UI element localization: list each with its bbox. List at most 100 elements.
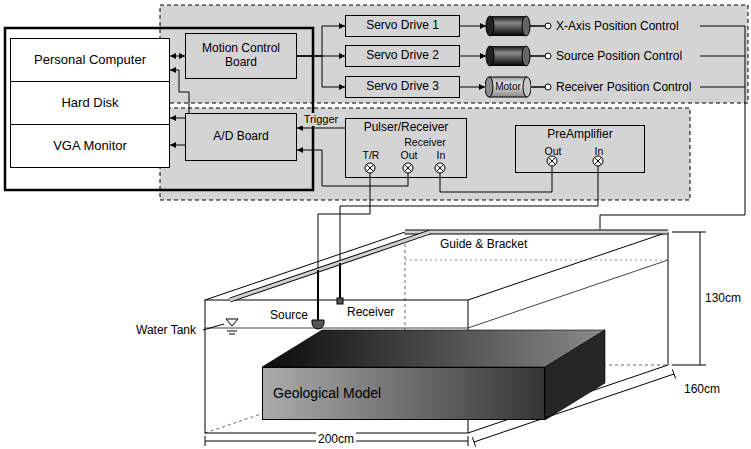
box-label: Pulser/Receiver <box>364 121 449 135</box>
terminal-symbol <box>595 158 602 165</box>
preamplifier-box: PreAmplifierOut In <box>515 125 645 173</box>
motor-outline <box>489 97 527 98</box>
transducer-rod <box>317 270 319 320</box>
dimension-tick <box>672 232 706 233</box>
terminal-symbol <box>437 165 444 172</box>
dashed-panel <box>160 5 748 103</box>
water-line <box>405 260 668 261</box>
terminal-lead <box>408 173 409 177</box>
box-label: Geological Model <box>273 385 381 401</box>
water-symbol <box>226 319 238 326</box>
water-symbol <box>227 331 237 332</box>
terminal-symbol <box>367 165 374 172</box>
dimension-label: 130cm <box>703 291 743 305</box>
terminal-symbol <box>405 165 412 172</box>
drive-arrow <box>460 56 486 57</box>
motor-end <box>523 77 531 97</box>
terminal-label: In <box>595 145 604 157</box>
leader-line <box>700 26 745 27</box>
motor-cylinder: Motor <box>485 76 531 98</box>
dimension-label: 200cm <box>316 432 356 446</box>
terminal-lead <box>370 173 371 177</box>
terminal-symbol <box>367 165 374 172</box>
motor-shaft <box>531 86 545 88</box>
connector <box>460 87 485 88</box>
water-line <box>205 328 468 329</box>
motor-end <box>522 46 530 66</box>
box-label: Motor <box>495 81 521 93</box>
axis-label: X-Axis Position Control <box>556 19 679 33</box>
motor-body <box>490 46 526 66</box>
terminal-symbol <box>403 163 413 173</box>
terminal-symbol <box>437 165 444 172</box>
monitor-box: VGA Monitor <box>10 124 170 168</box>
part-label: Receiver <box>347 305 394 319</box>
model-side-face <box>545 330 605 420</box>
geological-model: Geological Model <box>262 367 545 420</box>
terminal-symbol <box>593 156 603 166</box>
motor-shaft <box>530 25 545 27</box>
box-label: PreAmplifier <box>547 128 612 142</box>
dimension-tick <box>672 365 706 366</box>
connector <box>297 128 345 129</box>
computer-box: Personal Computer <box>10 38 170 82</box>
guide-rail <box>405 230 668 235</box>
motor-body <box>490 16 526 36</box>
box-label: Hard Disk <box>61 96 118 111</box>
terminal-label: Out <box>545 145 562 157</box>
terminal-symbol <box>547 156 557 166</box>
motor-outline <box>489 77 527 78</box>
servo-drive-box: Servo Drive 3 <box>345 76 460 98</box>
motor-end <box>486 16 494 36</box>
terminal-symbol <box>549 158 556 165</box>
bracket <box>230 232 430 300</box>
axis-label: Receiver Position Control <box>556 80 691 94</box>
shaft-coupling <box>545 84 551 90</box>
guide-rail <box>405 231 668 234</box>
servo-drive-box: Servo Drive 2 <box>345 45 460 67</box>
motor-shaft <box>530 55 545 57</box>
bracket <box>230 232 430 300</box>
axis-label: Source Position Control <box>556 49 682 63</box>
box-label: Servo Drive 1 <box>366 19 439 33</box>
terminal-symbol <box>595 158 602 165</box>
water-symbol <box>229 334 235 335</box>
terminal-symbol <box>405 165 412 172</box>
terminal-label: T/R <box>363 149 380 161</box>
receiver-transducer <box>337 298 343 304</box>
storage-box: Hard Disk <box>10 81 170 125</box>
shaft-coupling <box>545 53 551 59</box>
dimension-line <box>700 232 701 365</box>
terminal-lead <box>598 166 599 172</box>
motor-end <box>486 46 494 66</box>
terminal-label: Receiver <box>404 136 445 148</box>
dashed-panel <box>160 108 690 200</box>
terminal-label: In <box>437 149 446 161</box>
drive-arrow <box>460 26 486 27</box>
connector <box>170 145 185 146</box>
transducer-rod <box>339 263 341 300</box>
box-label: Servo Drive 3 <box>366 80 439 94</box>
signal-label: Trigger <box>302 113 340 126</box>
tank-edge <box>205 232 405 300</box>
leader-line <box>700 56 745 57</box>
connector <box>297 56 345 87</box>
part-label: Source <box>270 308 308 322</box>
pulser-receiver-box: Pulser/ReceiverT/R ReceiverOut In <box>345 118 467 178</box>
box-label: Motion Control Board <box>190 42 292 70</box>
terminal-symbol <box>435 163 445 173</box>
dimension-label: 160cm <box>684 382 720 396</box>
dimension-tick <box>472 437 475 446</box>
part-label: Guide & Bracket <box>440 237 527 251</box>
motor-end <box>522 16 530 36</box>
box-label: Servo Drive 2 <box>366 49 439 63</box>
control-board-box: Motion Control Board <box>185 33 297 79</box>
terminal-label: Out <box>401 149 418 161</box>
motor-body <box>489 77 527 97</box>
box-label: VGA Monitor <box>53 139 127 154</box>
part-label: Water Tank <box>136 323 196 337</box>
dimension-tick <box>672 369 675 378</box>
tank-edge <box>668 232 669 365</box>
